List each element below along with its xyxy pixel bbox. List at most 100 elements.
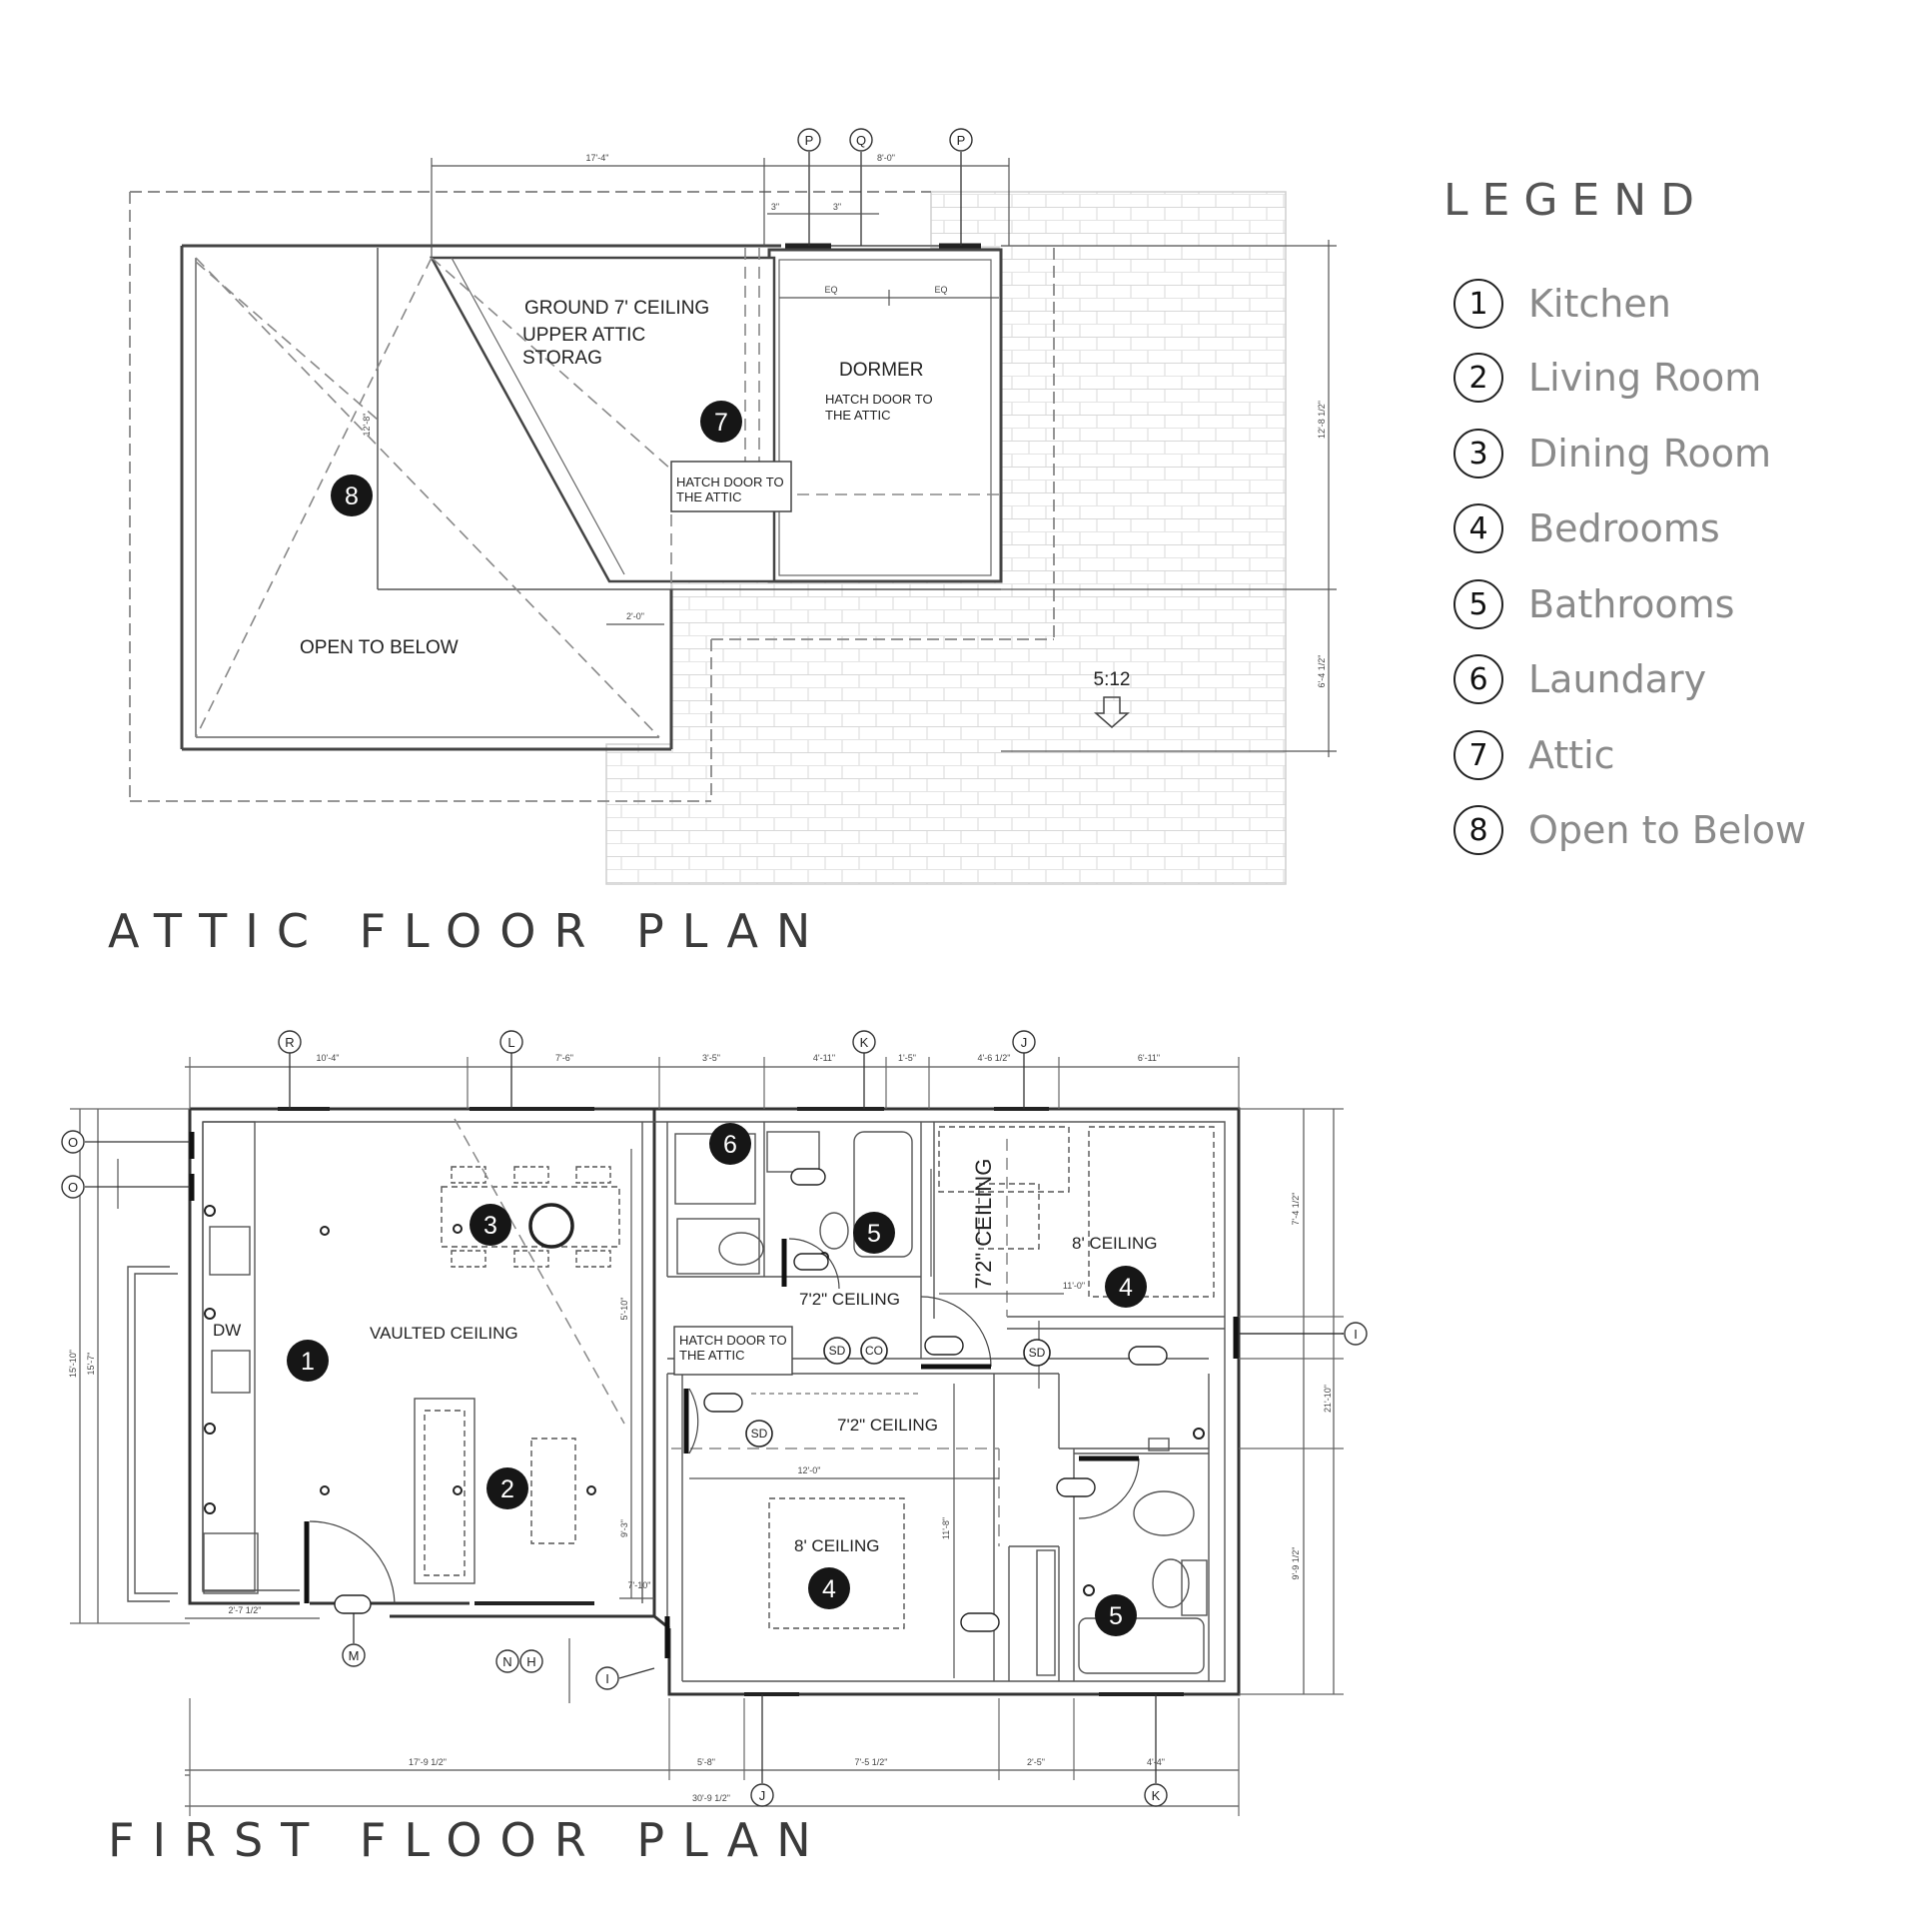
attic-note-storag: STORAG xyxy=(522,348,602,369)
svg-text:J: J xyxy=(759,1788,766,1803)
attic-marker-7: 7 xyxy=(700,401,742,443)
legend-item-open-to-below: 8 Open to Below xyxy=(1453,802,1806,858)
svg-text:5:12: 5:12 xyxy=(1094,669,1131,690)
ceiling-72-label-b: 7'2" CEILING xyxy=(837,1416,938,1435)
smoke-detector-3 xyxy=(1023,1339,1051,1367)
svg-text:5'-10": 5'-10" xyxy=(619,1298,629,1321)
grid-bubble-n xyxy=(495,1649,519,1673)
smoke-detector-2 xyxy=(745,1420,773,1448)
grid-bubble-m xyxy=(342,1643,366,1667)
first-floor-plan: 10'-4" 7'-6" 3'-5" 4'-11" 1'-5" 4'-6 1/2… xyxy=(61,1030,1368,1816)
svg-text:8'-0": 8'-0" xyxy=(877,153,895,163)
svg-text:3: 3 xyxy=(483,1212,497,1240)
room-marker-1: 1 xyxy=(287,1340,329,1382)
svg-text:N: N xyxy=(502,1654,511,1669)
legend-number: 1 xyxy=(1453,279,1503,329)
svg-text:2'-0": 2'-0" xyxy=(626,611,644,621)
first-plan-title: FIRST FLOOR PLAN xyxy=(108,1813,829,1867)
room-marker-5b: 5 xyxy=(1095,1594,1137,1636)
attic-hatch-note-1: HATCH DOOR TO xyxy=(676,475,784,489)
legend-label: Kitchen xyxy=(1528,282,1671,326)
svg-text:7'-6": 7'-6" xyxy=(555,1053,573,1063)
svg-text:5: 5 xyxy=(1109,1602,1123,1630)
svg-text:17'-9 1/2": 17'-9 1/2" xyxy=(409,1757,447,1767)
svg-text:4'-11": 4'-11" xyxy=(813,1053,835,1063)
svg-text:EQ: EQ xyxy=(824,285,837,295)
svg-text:12'-8 1/2": 12'-8 1/2" xyxy=(1317,401,1327,439)
roof-slope: 5:12 xyxy=(1094,669,1131,728)
svg-text:L: L xyxy=(507,1035,514,1050)
svg-text:SD: SD xyxy=(751,1427,768,1441)
svg-text:I: I xyxy=(1354,1327,1358,1342)
svg-text:7'-10": 7'-10" xyxy=(628,1580,651,1590)
svg-text:10'-4": 10'-4" xyxy=(317,1053,340,1063)
legend-label: Attic xyxy=(1528,733,1615,777)
legend-item-attic: 7 Attic xyxy=(1453,727,1615,783)
svg-text:2'-7 1/2": 2'-7 1/2" xyxy=(229,1605,262,1615)
ceiling-72-label-a: 7'2" CEILING xyxy=(799,1290,900,1309)
dormer-label: DORMER xyxy=(839,360,923,381)
dormer-hatch-note-1: HATCH DOOR TO xyxy=(825,392,933,407)
attic-plan-title: ATTIC FLOOR PLAN xyxy=(108,904,829,958)
svg-text:SD: SD xyxy=(1029,1346,1046,1360)
legend-item-kitchen: 1 Kitchen xyxy=(1453,276,1671,332)
svg-text:7'-4 1/2": 7'-4 1/2" xyxy=(1291,1193,1301,1226)
grid-bubble-l xyxy=(499,1030,523,1054)
svg-text:11'-0": 11'-0" xyxy=(1063,1281,1085,1291)
vaulted-ceiling-label: VAULTED CEILING xyxy=(370,1324,518,1343)
dormer-hatch-note-2: THE ATTIC xyxy=(825,408,890,423)
svg-text:2'-5": 2'-5" xyxy=(1027,1757,1045,1767)
legend-title: LEGEND xyxy=(1443,175,1709,226)
attic-note-ground: GROUND 7' CEILING xyxy=(524,298,709,319)
svg-text:21'-10": 21'-10" xyxy=(1323,1385,1333,1413)
svg-text:5: 5 xyxy=(867,1220,881,1248)
dormer-box xyxy=(767,248,1003,583)
smoke-detector-1 xyxy=(823,1337,851,1365)
svg-text:9'-3": 9'-3" xyxy=(619,1519,629,1537)
svg-text:4: 4 xyxy=(1119,1274,1133,1302)
co-detector xyxy=(860,1337,888,1365)
first-hatch-box xyxy=(673,1326,793,1376)
grid-bubble-p2: P xyxy=(949,128,973,152)
legend-number: 5 xyxy=(1453,579,1503,629)
svg-text:6'-11": 6'-11" xyxy=(1138,1053,1160,1063)
svg-text:6'-4 1/2": 6'-4 1/2" xyxy=(1317,655,1327,688)
svg-text:O: O xyxy=(68,1135,78,1150)
legend-item-living-room: 2 Living Room xyxy=(1453,350,1761,406)
grid-bubble-i-right xyxy=(1344,1322,1368,1346)
svg-text:7: 7 xyxy=(714,409,728,437)
svg-text:R: R xyxy=(285,1035,294,1050)
svg-text:12'-8": 12'-8" xyxy=(362,414,372,437)
legend-item-bathrooms: 5 Bathrooms xyxy=(1453,576,1734,632)
grid-bubble-q: Q xyxy=(849,128,873,152)
svg-text:11'-8": 11'-8" xyxy=(941,1517,951,1539)
legend-item-dining-room: 3 Dining Room xyxy=(1453,426,1771,482)
svg-text:15'-7": 15'-7" xyxy=(86,1353,96,1376)
ceiling-72-label-vertical: 7'2" CEILING xyxy=(971,1159,996,1290)
room-marker-2: 2 xyxy=(486,1467,528,1509)
legend-item-bedrooms: 4 Bedrooms xyxy=(1453,500,1720,556)
legend-number: 6 xyxy=(1453,654,1503,704)
attic-hatch-box xyxy=(670,461,792,512)
svg-text:P: P xyxy=(805,133,814,148)
legend-item-laundary: 6 Laundary xyxy=(1453,651,1706,707)
svg-text:K: K xyxy=(860,1035,869,1050)
legend-label: Laundary xyxy=(1528,657,1707,701)
svg-text:2: 2 xyxy=(500,1475,514,1503)
grid-bubble-j-bot xyxy=(750,1783,774,1807)
svg-text:1: 1 xyxy=(301,1348,315,1376)
legend-label: Bedrooms xyxy=(1528,506,1720,550)
attic-note-upper: UPPER ATTIC xyxy=(522,325,645,346)
room-marker-5a: 5 xyxy=(853,1212,895,1254)
open-to-below-label: OPEN TO BELOW xyxy=(300,637,459,658)
svg-text:M: M xyxy=(349,1648,360,1663)
svg-text:4'-6 1/2": 4'-6 1/2" xyxy=(978,1053,1011,1063)
first-hatch-note-2: THE ATTIC xyxy=(679,1348,744,1363)
legend-label: Dining Room xyxy=(1528,432,1771,476)
grid-bubble-k-bot xyxy=(1144,1783,1168,1807)
dw-label: DW xyxy=(213,1321,241,1340)
room-marker-4a: 4 xyxy=(1105,1266,1147,1308)
svg-text:3": 3" xyxy=(771,202,779,212)
room-marker-3: 3 xyxy=(470,1204,511,1246)
svg-text:15'-10": 15'-10" xyxy=(68,1350,78,1378)
